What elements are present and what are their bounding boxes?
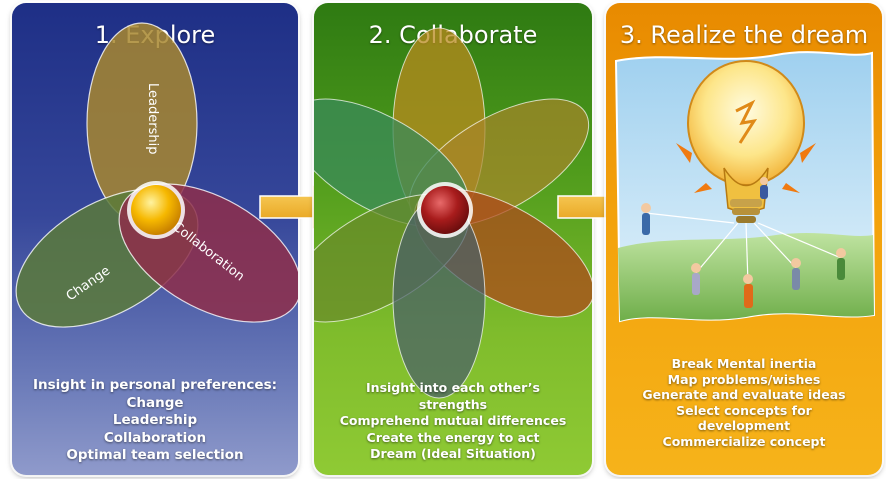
list-item: Comprehend mutual differences bbox=[339, 413, 567, 428]
panel-explore: 1. Explore Leadership Collaboration Chan… bbox=[12, 3, 298, 475]
list-item: Insight in personal preferences: bbox=[32, 377, 278, 393]
collaborate-list: Insight into each other’s strengths Comp… bbox=[314, 380, 592, 463]
lightbulb-balloon-icon bbox=[614, 51, 876, 323]
explore-list: Insight in personal preferences: Change … bbox=[12, 377, 298, 465]
list-item: development bbox=[697, 418, 791, 433]
list-item: Generate and evaluate ideas bbox=[642, 387, 846, 402]
list-item: Insight into each other’s bbox=[366, 380, 540, 395]
petal-label-leadership: Leadership bbox=[145, 83, 160, 154]
collaborate-petal-diagram bbox=[314, 27, 592, 399]
list-item: Collaboration bbox=[103, 429, 207, 446]
panel-collaborate: 2. Collaborate Insight into each other’s… bbox=[314, 3, 592, 475]
list-item: Select concepts for bbox=[676, 402, 812, 418]
panel-title-realize: 3. Realize the dream bbox=[619, 21, 869, 49]
list-item: Dream (Ideal Situation) bbox=[370, 446, 536, 461]
list-item: Leadership bbox=[112, 412, 198, 428]
list-item: Break Mental inertia bbox=[671, 356, 817, 371]
list-item: strengths bbox=[418, 396, 488, 412]
list-item: Create the energy to act bbox=[366, 429, 540, 445]
panel-realize: 3. Realize the dream bbox=[606, 3, 882, 475]
lightbulb-icon bbox=[676, 60, 816, 223]
list-item: Optimal team selection bbox=[66, 447, 244, 463]
realize-list: Break Mental inertia Map problems/wishes… bbox=[606, 356, 882, 449]
explore-petal-diagram: Leadership Collaboration Change bbox=[15, 22, 298, 328]
list-item: Map problems/wishes bbox=[667, 371, 821, 387]
people-figures bbox=[641, 177, 846, 308]
list-item: Change bbox=[126, 394, 184, 411]
list-item: Commercialize concept bbox=[662, 433, 826, 449]
